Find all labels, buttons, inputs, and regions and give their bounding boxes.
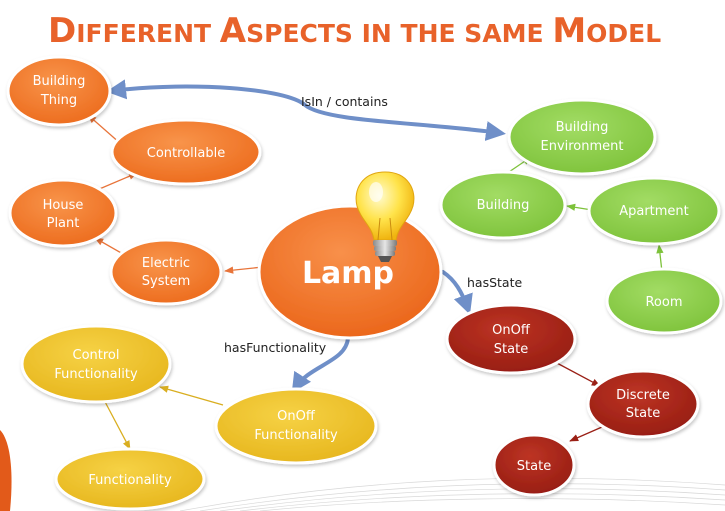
relation-has-functionality-arrow [291,336,350,394]
svg-text:Electric: Electric [142,256,190,271]
svg-text:Room: Room [645,295,682,310]
arrow-house-plant-to-controllable [96,172,138,191]
svg-text:Control: Control [73,348,120,363]
arrow-lamp-to-electric-system [224,266,264,274]
svg-text:OnOff: OnOff [277,409,316,424]
node-onoff-functionality: OnOff Functionality [214,387,378,465]
svg-text:OnOff: OnOff [492,323,531,338]
node-functionality: Functionality [54,447,206,511]
node-electric-system: Electric System [109,238,223,306]
svg-text:State: State [626,406,660,421]
node-onoff-state: OnOff State [445,303,577,375]
node-building-thing: Building Thing [6,55,112,127]
svg-text:System: System [142,274,190,289]
background-swoosh [179,477,725,511]
svg-text:Controllable: Controllable [147,146,225,161]
slide-title: DIFFERENT ASPECTS IN THE SAME MODEL [48,11,661,51]
relation-has-state-arrow [441,270,473,315]
svg-text:House: House [43,198,84,213]
lamp-label: Lamp [302,256,394,291]
svg-text:Plant: Plant [47,216,80,231]
arrow-control-functionality-to-functionality [102,397,131,450]
svg-text:Environment: Environment [540,139,623,154]
lightbulb-icon [355,171,415,262]
node-building: Building [439,170,567,240]
arrow-room-to-apartment [656,244,664,273]
node-lamp: Lamp [257,204,443,340]
svg-text:State: State [517,459,551,474]
arrow-onoff-functionality-to-control-functionality [159,385,224,406]
relation-arrows [106,79,506,394]
svg-text:State: State [494,342,528,357]
node-discrete-state: Discrete State [586,369,700,439]
relation-isin-contains-arrow [106,79,506,142]
arrow-discrete-state-to-state [569,426,603,442]
svg-text:Discrete: Discrete [616,388,670,403]
arrow-onoff-state-to-discrete-state [554,361,601,387]
node-controllable: Controllable [110,118,262,186]
node-room: Room [605,267,723,335]
svg-text:Apartment: Apartment [619,204,689,219]
node-state: State [492,433,576,497]
relation-label-has-state: hasState [467,275,522,290]
relation-label-has-functionality: hasFunctionality [224,340,327,355]
node-apartment: Apartment [587,176,721,246]
svg-text:Thing: Thing [40,93,77,108]
node-building-environment: Building Environment [507,98,657,176]
svg-text:Building: Building [33,74,86,89]
svg-text:Building: Building [556,120,609,135]
relation-label-isin-contains: IsIn / contains [301,94,388,109]
corner-decoration [0,430,12,511]
svg-text:Building: Building [477,198,530,213]
node-house-plant: House Plant [8,178,118,248]
svg-text:Functionality: Functionality [254,428,338,443]
svg-text:Functionality: Functionality [54,367,138,382]
svg-text:Functionality: Functionality [88,473,172,488]
node-control-functionality: Control Functionality [20,324,172,404]
